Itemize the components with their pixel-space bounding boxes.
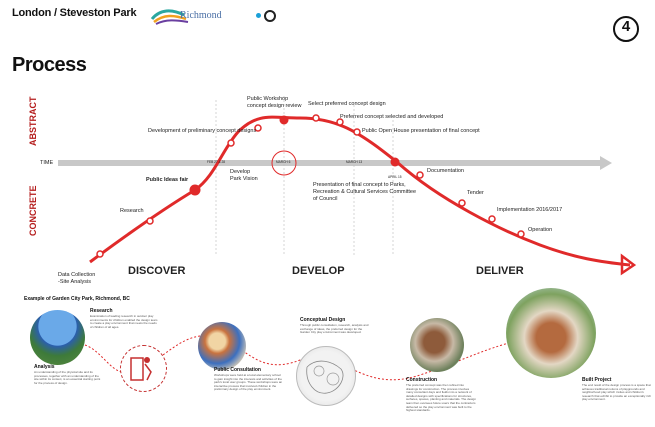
milestone-documentation xyxy=(416,171,424,179)
milestone-vision xyxy=(227,139,235,147)
milestone-workshop xyxy=(279,115,289,125)
milestone-data-collection xyxy=(96,250,104,258)
richmond-wordmark: Richmond xyxy=(180,10,222,21)
stage-deliver: DELIVER xyxy=(476,265,524,277)
step-documentation: Documentation xyxy=(427,168,464,174)
consultation-photo xyxy=(198,322,246,370)
milestone-presentation xyxy=(390,157,400,167)
built-title: Built Project xyxy=(582,377,612,383)
conceptual-title: Conceptual Design xyxy=(300,317,346,323)
step-research: Research xyxy=(120,208,144,214)
date-april15: APRIL 15 xyxy=(388,175,402,179)
stage-discover: DISCOVER xyxy=(128,265,186,277)
step-data-collection: Data Collection xyxy=(58,272,96,278)
time-arrow xyxy=(58,156,612,170)
milestone-operation xyxy=(517,230,525,238)
milestone-open-house xyxy=(353,128,361,136)
step-open-house: Public Open House presentation of final … xyxy=(362,128,480,134)
built-body: The end result of the design process is … xyxy=(582,383,652,402)
research-body: Examination of leading research in outdo… xyxy=(90,314,158,329)
step-prelim: Development of preliminary concept desig… xyxy=(148,128,257,134)
date-feb: FEB 27 & 28 xyxy=(207,160,226,164)
research-drawing xyxy=(120,345,167,392)
step-preferred: Preferred concept selected and developed xyxy=(340,114,444,120)
step-presentation-2: Recreation & Cultural Services Committee xyxy=(313,189,417,195)
milestone-research xyxy=(146,217,154,225)
step-ideas-fair: Public Ideas fair xyxy=(146,177,189,183)
milestone-select xyxy=(312,114,320,122)
step-workshop-2: concept design review xyxy=(247,103,302,109)
milestone-implementation xyxy=(488,215,496,223)
step-site-analysis: -Site Analysis xyxy=(58,279,92,285)
step-tender: Tender xyxy=(467,190,484,196)
date-march6: MARCH 6 xyxy=(276,160,291,164)
analysis-title: Analysis xyxy=(34,364,55,370)
partner-logo xyxy=(252,8,292,26)
milestone-preferred xyxy=(336,118,344,126)
page-title: Process xyxy=(12,54,87,76)
step-presentation-1: Presentation of final concept to Parks, xyxy=(313,182,406,188)
step-select: Select preferred concept design xyxy=(308,101,386,107)
milestone-tender xyxy=(458,199,466,207)
milestone-march6-ring xyxy=(271,150,297,176)
stage-develop: DEVELOP xyxy=(292,265,345,277)
step-vision-1: Develop xyxy=(230,169,251,175)
construction-title: Construction xyxy=(406,377,438,383)
time-label: TIME xyxy=(40,160,54,166)
conceptual-body: Through public consultation, research, a… xyxy=(300,323,369,335)
analysis-body: An understanding of the physical site an… xyxy=(34,370,101,385)
construction-photo xyxy=(410,318,464,372)
research-title: Research xyxy=(90,308,113,314)
step-presentation-3: of Council xyxy=(313,196,338,202)
analysis-photo xyxy=(30,310,85,365)
milestone-prelim xyxy=(254,124,262,132)
built-photo xyxy=(506,288,596,378)
curve-arrowhead xyxy=(620,253,637,276)
step-implementation: Implementation 2016/2017 xyxy=(497,207,563,213)
milestone-ideas-fair xyxy=(189,184,201,196)
conceptual-sketch xyxy=(296,346,356,406)
consultation-body: Workshops were held at a local elementar… xyxy=(214,373,283,392)
construction-body: The preferred concept was then refined i… xyxy=(406,383,476,413)
page-number: 4 xyxy=(613,16,639,42)
example-title: Example of Garden City Park, Richmond, B… xyxy=(24,296,130,302)
richmond-logo: Richmond xyxy=(150,5,222,27)
step-operation: Operation xyxy=(528,227,553,233)
step-vision-2: Park Vision xyxy=(230,176,258,182)
header-title: London / Steveston Park xyxy=(12,7,137,19)
consultation-title: Public Consultation xyxy=(214,367,261,373)
step-workshop-1: Public Workshop xyxy=(247,96,289,102)
date-march13: MARCH 13 xyxy=(346,160,363,164)
